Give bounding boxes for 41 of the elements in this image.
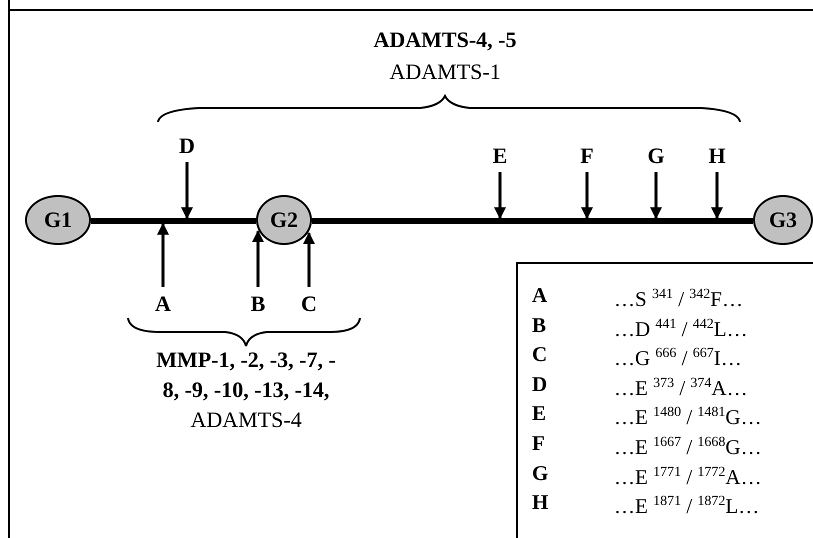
sequence-cell-text: …S $^{341}$ / $^{342}$F… xyxy=(614,286,743,312)
sequence-cell-text: …E $^{1871}$ / $^{1872}$L… xyxy=(614,493,760,520)
site-cell: B xyxy=(532,312,546,338)
sequence-cell-text: …D $^{441}$ / $^{442}$L… xyxy=(614,316,748,342)
arrow xyxy=(157,222,169,287)
arrow xyxy=(181,162,193,220)
enzyme-label-bold: MMP-1, -2, -3, -7, - 8, -9, -10, -13, -14, xyxy=(155,346,337,404)
site-cell: G xyxy=(532,460,548,486)
domain-circle: G2 xyxy=(256,195,312,245)
sequence-cell-text: …E $^{1771}$ / $^{1772}$A… xyxy=(614,464,762,490)
site-cell: A xyxy=(532,282,548,308)
cleavage-site-letter: E xyxy=(489,142,511,170)
sequence-cell-text: …E $^{373}$ / $^{374}$A… xyxy=(614,374,748,401)
site-cell: F xyxy=(532,430,545,456)
cleavage-site-letter: F xyxy=(576,142,598,170)
site-cell: E xyxy=(532,400,546,426)
sequence-cell-text: …E $^{1480}$ / $^{1481}$G… xyxy=(614,404,762,430)
arrow xyxy=(494,172,506,220)
domain-circle: G3 xyxy=(753,195,813,245)
arrow xyxy=(650,172,662,220)
site-cell: H xyxy=(532,489,548,516)
cleavage-site-letter: H xyxy=(706,142,728,170)
cleavage-site-letter: D xyxy=(176,132,198,160)
sequence-cell-text: …G $^{666}$ / $^{667}$I… xyxy=(614,345,742,372)
cleavage-site-letter: C xyxy=(298,290,320,318)
cleavage-site-letter: G xyxy=(645,142,667,170)
site-cell: C xyxy=(532,341,548,368)
site-cell: D xyxy=(532,370,548,397)
cleavage-site-letter: B xyxy=(247,290,269,318)
arrow xyxy=(581,172,593,220)
arrow xyxy=(711,172,723,220)
enzyme-label: ADAMTS-4 xyxy=(190,406,302,434)
backbone-line xyxy=(91,218,256,224)
arrow xyxy=(252,230,264,287)
enzyme-label-bold: ADAMTS-4, -5 xyxy=(374,26,516,54)
arrow xyxy=(303,232,315,287)
backbone-line xyxy=(312,218,753,224)
domain-circle: G1 xyxy=(25,195,91,245)
cleavage-site-letter: A xyxy=(152,290,174,318)
sequence-cell-text: …E $^{1667}$ / $^{1668}$G… xyxy=(614,434,762,460)
enzyme-label: ADAMTS-1 xyxy=(390,58,501,86)
